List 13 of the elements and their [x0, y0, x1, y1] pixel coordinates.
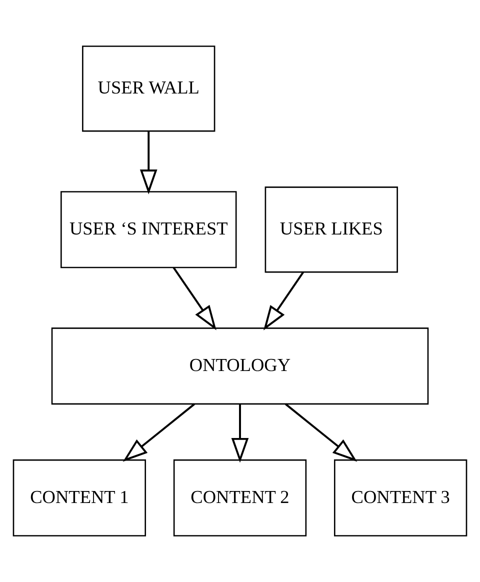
arrow	[122, 403, 196, 462]
node-box: CONTENT 3	[334, 459, 468, 536]
node-box: USER LIKES	[264, 186, 398, 273]
node-box: CONTENT 2	[173, 459, 307, 536]
arrow	[140, 131, 158, 194]
arrow	[263, 272, 304, 330]
node-box: USER WALL	[82, 46, 216, 132]
node-box: ONTOLOGY	[51, 328, 429, 405]
node-box: USER ‘S INTEREST	[60, 191, 237, 268]
arrow	[231, 404, 249, 463]
node-box: CONTENT 1	[12, 459, 146, 536]
arrow	[172, 266, 216, 330]
arrow	[284, 403, 358, 462]
